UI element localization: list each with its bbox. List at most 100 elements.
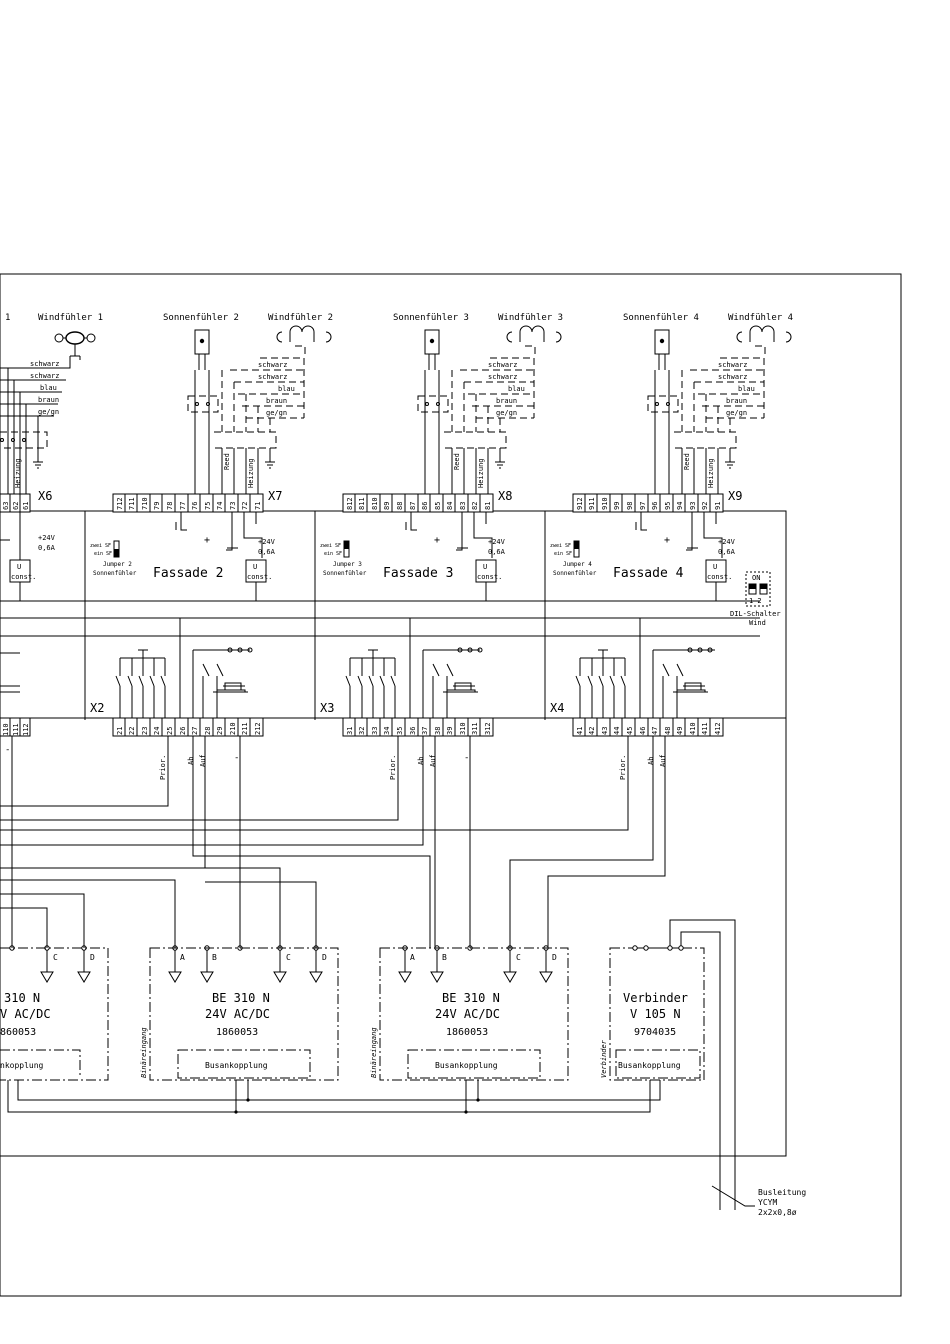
busleitung-label: Busleitung	[758, 1188, 806, 1197]
svg-text:76: 76	[191, 502, 199, 510]
bus-coupler-be-b: A B C D BE 310 N 24V AC/DC 1860053 Busan…	[370, 945, 569, 1081]
plus-label-3: +	[434, 535, 440, 546]
svg-text:85: 85	[434, 502, 442, 510]
svg-text:U: U	[17, 563, 21, 571]
svg-text:9704035: 9704035	[634, 1027, 676, 1038]
wire-4-5: ge/gn	[726, 409, 747, 417]
svg-text:Wind: Wind	[749, 619, 766, 627]
svg-text:98: 98	[626, 502, 634, 510]
svg-text:82: 82	[471, 502, 479, 510]
connector-x7-label: X7	[268, 489, 282, 503]
svg-text:BE 310 N: BE 310 N	[442, 991, 500, 1005]
svg-text:ein SF: ein SF	[324, 551, 342, 557]
wire-4-2: schwarz	[718, 373, 748, 381]
svg-text:zwei SF: zwei SF	[550, 543, 571, 549]
svg-text:88: 88	[396, 502, 404, 510]
relay-group-x4: 41 42 43 44 45 46 47 48 49 410 411 412	[572, 618, 724, 737]
svg-text:910: 910	[601, 497, 609, 510]
heizung-label-2: Heizung	[247, 458, 255, 488]
reed-label-2: Reed	[223, 453, 231, 470]
svg-text:94: 94	[676, 502, 684, 510]
prior-label-2: Prior.	[159, 755, 167, 780]
terminal-block-x1: 110 111 112	[0, 717, 31, 737]
svg-text:34: 34	[383, 727, 391, 735]
svg-text:212: 212	[254, 722, 262, 735]
x6-supply-1: +24V	[38, 534, 56, 542]
svg-text:C: C	[286, 953, 291, 962]
svg-text:711: 711	[128, 497, 136, 510]
wire-left-2: schwarz	[30, 372, 60, 380]
svg-text:311: 311	[471, 722, 479, 735]
svg-text:79: 79	[153, 502, 161, 510]
svg-text:Jumper 2: Jumper 2	[103, 561, 132, 568]
svg-text:Sonnenfühler: Sonnenfühler	[93, 570, 137, 577]
dil-switch: ON 1 2 DIL-Schalter Wind	[730, 571, 781, 627]
svg-text:96: 96	[651, 502, 659, 510]
svg-text:99: 99	[613, 502, 621, 510]
minus-label-2: -	[234, 753, 239, 763]
svg-text:C: C	[516, 953, 521, 962]
connector-x8-label: X8	[498, 489, 512, 503]
svg-text:91: 91	[714, 502, 722, 510]
x8-supply-1: +24V	[488, 538, 506, 546]
svg-text:Binäreingang: Binäreingang	[140, 1027, 148, 1078]
connector-x2-label: X2	[90, 701, 104, 715]
svg-text:Busankopplung: Busankopplung	[435, 1061, 498, 1070]
connector-x4-label: X4	[550, 701, 564, 715]
windfuehler-3-title: Windfühler 3	[498, 313, 563, 323]
svg-text:29: 29	[216, 727, 224, 735]
svg-text:ein SF: ein SF	[554, 551, 572, 557]
auf-label-4: Auf	[659, 754, 667, 767]
windfuehler-2-title: Windfühler 2	[268, 313, 333, 323]
svg-text:411: 411	[701, 722, 709, 735]
svg-text:Jumper 3: Jumper 3	[333, 561, 362, 568]
svg-text:36: 36	[409, 727, 417, 735]
wire-left-5: ge/gn	[38, 408, 59, 416]
sonnenfuehler-3-title: Sonnenfühler 3	[393, 313, 469, 323]
wire-3-4: braun	[496, 397, 517, 405]
svg-text:49: 49	[676, 727, 684, 735]
wind-sensor-3-icon	[506, 325, 562, 358]
busleitung-type: YCYM	[758, 1198, 777, 1207]
svg-text:97: 97	[639, 502, 647, 510]
svg-text:41: 41	[576, 727, 584, 735]
svg-text:nkopplung: nkopplung	[0, 1061, 44, 1070]
svg-text:24V AC/DC: 24V AC/DC	[205, 1007, 270, 1021]
svg-text:210: 210	[229, 722, 237, 735]
jumper-3: zwei SF ein SF Jumper 3 Sonnenfühler	[320, 540, 367, 577]
svg-text:45: 45	[626, 727, 634, 735]
wind-sensor-1-icon	[54, 331, 96, 356]
svg-text:23: 23	[141, 727, 149, 735]
svg-text:39: 39	[446, 727, 454, 735]
wire-3-2: schwarz	[488, 373, 518, 381]
svg-text:A: A	[410, 953, 415, 962]
svg-text:86: 86	[421, 502, 429, 510]
svg-text:Verbinder: Verbinder	[600, 1039, 608, 1078]
svg-text:84: 84	[446, 502, 454, 510]
wire-2-2: schwarz	[258, 373, 288, 381]
svg-text:110: 110	[2, 723, 10, 736]
ab-label-3: Ab	[417, 757, 425, 765]
controller-housing	[0, 510, 787, 1157]
wind-sensor-2-icon	[276, 325, 332, 358]
svg-text:37: 37	[421, 727, 429, 735]
svg-text:111: 111	[12, 723, 20, 736]
svg-text:74: 74	[216, 502, 224, 510]
svg-text:47: 47	[651, 727, 659, 735]
wire-4-1: schwarz	[718, 361, 748, 369]
fassade-2-label: Fassade 2	[153, 566, 223, 581]
sun-sensor-3-icon	[424, 329, 440, 370]
svg-text:1860053: 1860053	[216, 1027, 258, 1038]
wind-sensor-4-icon	[736, 325, 792, 358]
connector-x3-label: X3	[320, 701, 334, 715]
minus-label-3: -	[464, 753, 469, 763]
svg-text:Busankopplung: Busankopplung	[618, 1061, 681, 1070]
svg-text:911: 911	[588, 497, 596, 510]
jumper-4: zwei SF ein SF Jumper 4 Sonnenfühler	[550, 540, 597, 577]
reed-label-4: Reed	[683, 453, 691, 470]
connector-x9-label: X9	[728, 489, 742, 503]
wire-2-5: ge/gn	[266, 409, 287, 417]
svg-text:B: B	[212, 953, 217, 962]
svg-text:const.: const.	[477, 573, 502, 581]
svg-text:92: 92	[701, 502, 709, 510]
